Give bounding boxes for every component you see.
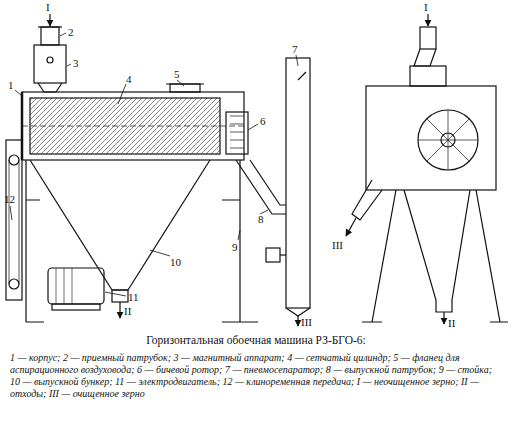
callout-number: 4 xyxy=(126,74,132,85)
callout-number: II xyxy=(448,318,455,329)
callout-number: 11 xyxy=(128,292,139,303)
callout-number: 1 xyxy=(8,80,14,91)
callout-number: 8 xyxy=(258,214,264,225)
callout-number: 10 xyxy=(170,257,181,268)
callout-number: 12 xyxy=(4,194,15,205)
callout-number: III xyxy=(301,317,312,328)
callout-number: 5 xyxy=(174,69,180,80)
callout-number: III xyxy=(332,240,343,251)
callout-number: II xyxy=(124,306,131,317)
callout-number: I xyxy=(46,2,50,13)
figure-title: Горизонтальная обоечная машина РЗ-БГО-6: xyxy=(0,334,512,346)
callout-number: 3 xyxy=(73,58,79,69)
callout-number: 9 xyxy=(232,242,238,253)
figure-caption: 1 — корпус; 2 — приемный патрубок; 3 — м… xyxy=(10,352,504,400)
callout-number: 6 xyxy=(260,116,266,127)
callout-number: 7 xyxy=(292,44,298,55)
callout-number: I xyxy=(424,2,428,13)
callout-number: 2 xyxy=(68,27,74,38)
